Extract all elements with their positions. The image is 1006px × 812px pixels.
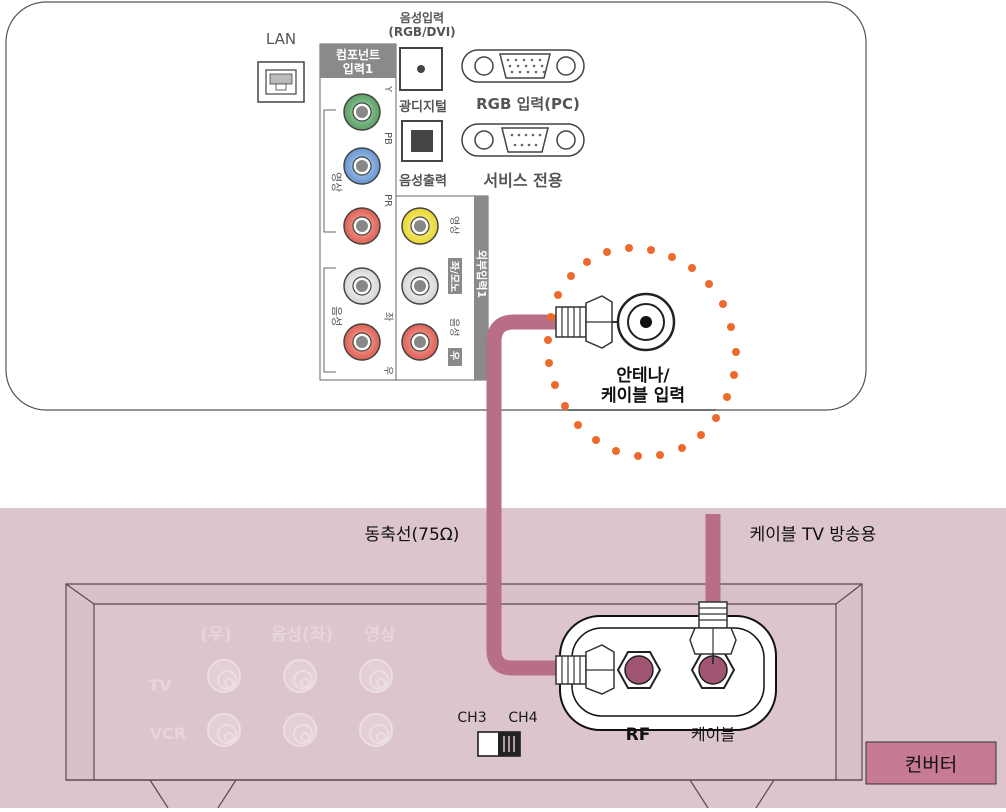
converter-badge xyxy=(865,741,997,785)
lan-port xyxy=(257,61,305,103)
ext-audio-right-jack xyxy=(401,323,439,361)
service-label: 서비스 전용 xyxy=(483,171,562,190)
ext-right-tag xyxy=(448,348,462,366)
ext-left-mono-tag xyxy=(448,258,462,294)
rgb-label: RGB 입력(PC) xyxy=(476,95,580,113)
component-label-2: 입력1 xyxy=(343,62,373,76)
antenna-label-1: 안테나/ xyxy=(616,366,670,386)
component-video-label: 영상 xyxy=(330,172,343,192)
optical-label: 광디지털 xyxy=(399,99,447,115)
ch4-label: CH4 xyxy=(508,710,537,726)
coaxial-cable xyxy=(486,314,566,676)
converter-header-right: (우) xyxy=(200,625,231,645)
audio-in-jack xyxy=(399,47,443,91)
component-y-label: Y xyxy=(382,85,393,93)
lan-label: LAN xyxy=(266,30,296,48)
component-pr-jack xyxy=(343,207,381,245)
audio-out-label: 음성출력 xyxy=(399,173,447,189)
ext-video-jack xyxy=(401,207,439,245)
component-y-jack xyxy=(343,93,381,131)
converter-header-video: 영상 xyxy=(364,625,396,645)
antenna-label-2: 케이블 입력 xyxy=(601,386,685,406)
video-bracket xyxy=(323,109,336,233)
cable-tv-label: 케이블 TV 방송용 xyxy=(750,525,877,545)
converter-badge-label: 컨버터 xyxy=(905,754,957,776)
rgb-port xyxy=(461,49,585,83)
external-input-label: 외부입력1 xyxy=(475,250,489,298)
audio-in-label-1: 음성입력 xyxy=(400,10,444,25)
rf-plug xyxy=(555,644,615,695)
antenna-jack xyxy=(616,292,676,352)
component-left-label: 좌 xyxy=(382,312,394,321)
component-pb-jack xyxy=(343,147,381,185)
cable-port-label: 케이블 xyxy=(691,725,735,744)
ext-audio-label: 음성 xyxy=(448,318,460,336)
converter-row-tv: TV xyxy=(148,676,172,695)
audio-in-label-2: (RGB/DVI) xyxy=(388,25,455,39)
ext-video-label: 영상 xyxy=(448,216,460,234)
component-pr-label: PR xyxy=(382,194,393,207)
component-pb-label: PB xyxy=(382,132,393,145)
ext-audio-left-jack xyxy=(401,267,439,305)
optical-port xyxy=(401,120,443,162)
rf-jack xyxy=(616,651,662,689)
component-audio-right-jack xyxy=(343,323,381,361)
service-port xyxy=(461,123,585,157)
external-input-label-strip xyxy=(474,196,488,380)
converter-row-vcr: VCR xyxy=(150,724,186,743)
component-audio-label: 음성 xyxy=(330,306,343,326)
component-label-1: 컴포넌트 xyxy=(336,48,380,62)
rf-label: RF xyxy=(626,725,651,745)
component-audio-left-jack xyxy=(343,267,381,305)
component-label-box xyxy=(320,44,396,78)
ext-left-mono-label: 좌/모노 xyxy=(448,261,461,292)
converter-jack xyxy=(207,659,393,747)
coax-label: 동축선(75Ω) xyxy=(365,525,460,545)
audio-bracket xyxy=(323,267,336,373)
ch3-label: CH3 xyxy=(457,710,486,726)
cable-tv-plug xyxy=(689,601,737,664)
component-right-label: 우 xyxy=(382,366,394,375)
antenna-highlight-dots xyxy=(544,244,740,460)
channel-switch xyxy=(477,731,521,757)
ext-right-label: 우 xyxy=(448,351,460,360)
antenna-plug xyxy=(555,295,620,349)
converter-header-audio-left: 음성(좌) xyxy=(271,625,333,645)
